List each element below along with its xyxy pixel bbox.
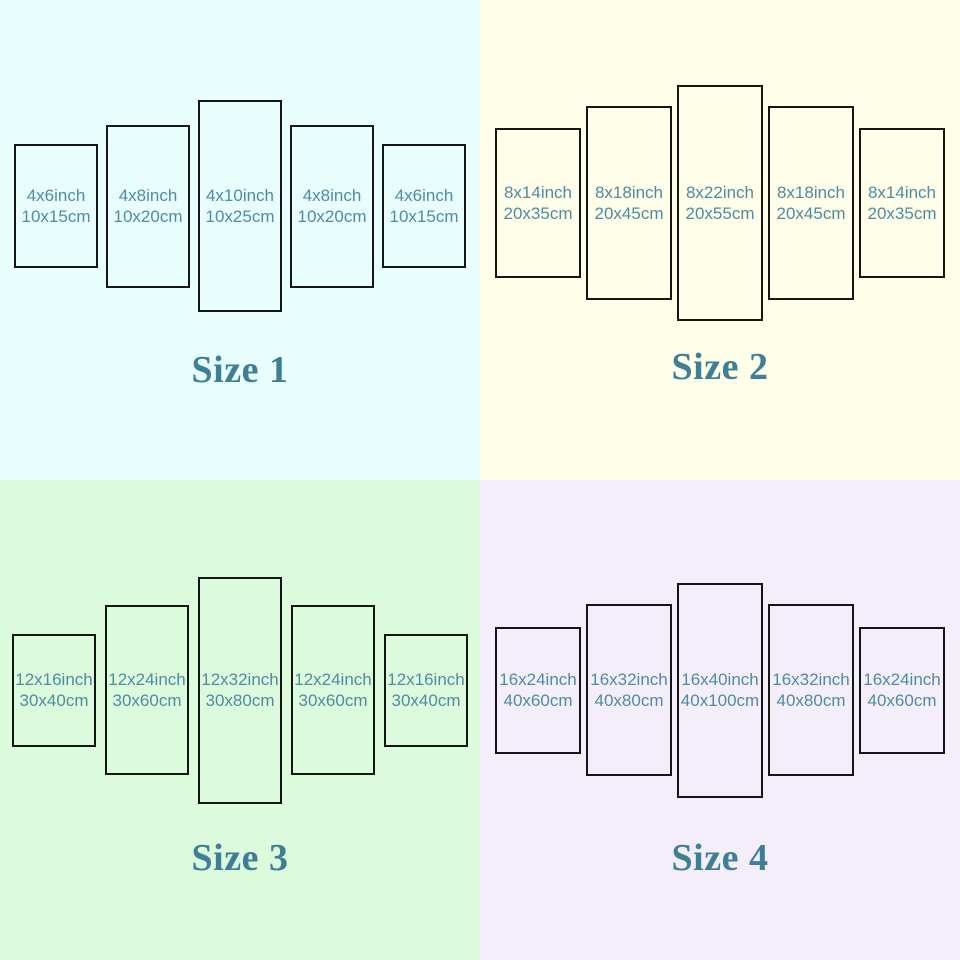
canvas-panel: 8x18inch 20x45cm — [768, 106, 854, 300]
panel-size-inch: 12x24inch — [108, 669, 186, 689]
canvas-panel: 12x24inch 30x60cm — [105, 605, 189, 775]
panel-size-cm: 30x60cm — [112, 691, 182, 710]
size-1-chart: 4x6inch 10x15cm 4x8inch 10x20cm 4x10inch… — [0, 0, 480, 480]
panel-size-text: 8x14inch 20x35cm — [504, 182, 573, 225]
panel-size-inch: 8x18inch — [594, 182, 664, 202]
canvas-panel: 16x32inch 40x80cm — [768, 604, 854, 776]
panel-size-cm: 10x25cm — [205, 207, 275, 226]
panel-size-inch: 16x32inch — [590, 669, 668, 689]
panel-size-text: 16x32inch 40x80cm — [590, 669, 668, 712]
panel-size-inch: 4x8inch — [302, 185, 362, 205]
panel-size-text: 4x8inch 10x20cm — [298, 185, 367, 228]
panel-row: 16x24inch 40x60cm 16x32inch 40x80cm 16x4… — [495, 570, 945, 810]
panel-size-text: 16x24inch 40x60cm — [863, 669, 941, 712]
panel-size-cm: 40x100cm — [680, 691, 760, 710]
panel-size-cm: 40x60cm — [503, 691, 573, 710]
canvas-panel: 8x14inch 20x35cm — [495, 128, 581, 278]
panel-size-text: 4x6inch 10x15cm — [22, 185, 91, 228]
canvas-panel: 4x6inch 10x15cm — [14, 144, 98, 268]
panel-size-cm: 20x35cm — [867, 204, 937, 223]
panel-size-inch: 4x6inch — [394, 185, 454, 205]
panel-size-inch: 4x6inch — [26, 185, 86, 205]
panel-size-text: 8x22inch 20x55cm — [686, 182, 755, 225]
panel-size-cm: 30x60cm — [298, 691, 368, 710]
canvas-panel: 12x16inch 30x40cm — [384, 633, 468, 747]
panel-size-inch: 8x14inch — [867, 182, 937, 202]
panel-size-inch: 16x24inch — [863, 669, 941, 689]
panel-size-text: 4x10inch 10x25cm — [206, 185, 275, 228]
canvas-panel: 16x40inch 40x100cm — [677, 582, 763, 798]
canvas-panel: 12x32inch 30x80cm — [198, 576, 282, 804]
size-group-title: Size 4 — [671, 837, 769, 879]
panel-size-inch: 12x24inch — [294, 669, 372, 689]
panel-size-cm: 10x15cm — [389, 207, 459, 226]
panel-size-text: 12x16inch 30x40cm — [15, 669, 93, 712]
canvas-panel: 12x16inch 30x40cm — [12, 633, 96, 747]
panel-size-text: 4x8inch 10x20cm — [114, 185, 183, 228]
panel-size-text: 12x24inch 30x60cm — [294, 669, 372, 712]
panel-size-inch: 16x40inch — [681, 669, 759, 689]
panel-size-inch: 12x16inch — [387, 669, 465, 689]
panel-size-text: 8x18inch 20x45cm — [595, 182, 664, 225]
panel-size-text: 4x6inch 10x15cm — [390, 185, 459, 228]
size-group-title: Size 1 — [191, 349, 289, 391]
canvas-panel: 4x10inch 10x25cm — [198, 100, 282, 312]
panel-size-text: 16x40inch 40x100cm — [681, 669, 759, 712]
panel-size-cm: 20x35cm — [503, 204, 573, 223]
canvas-panel: 12x24inch 30x60cm — [291, 605, 375, 775]
panel-size-inch: 16x32inch — [772, 669, 850, 689]
panel-size-cm: 20x55cm — [685, 204, 755, 223]
panel-size-text: 16x24inch 40x60cm — [499, 669, 577, 712]
panel-size-cm: 30x40cm — [391, 691, 461, 710]
canvas-panel: 8x18inch 20x45cm — [586, 106, 672, 300]
size-group-title: Size 2 — [671, 346, 769, 388]
panel-row: 8x14inch 20x35cm 8x18inch 20x45cm 8x22in… — [495, 83, 945, 323]
canvas-panel: 4x8inch 10x20cm — [106, 124, 190, 288]
canvas-panel: 16x24inch 40x60cm — [859, 626, 945, 754]
panel-size-cm: 40x60cm — [867, 691, 937, 710]
size-3-chart: 12x16inch 30x40cm 12x24inch 30x60cm 12x3… — [0, 480, 480, 960]
panel-size-text: 12x16inch 30x40cm — [387, 669, 465, 712]
panel-size-cm: 10x20cm — [297, 207, 367, 226]
panel-size-text: 8x14inch 20x35cm — [868, 182, 937, 225]
panel-size-cm: 40x80cm — [594, 691, 664, 710]
panel-size-cm: 20x45cm — [594, 204, 664, 223]
panel-size-inch: 8x22inch — [685, 182, 755, 202]
panel-size-inch: 8x14inch — [503, 182, 573, 202]
panel-row: 12x16inch 30x40cm 12x24inch 30x60cm 12x3… — [12, 570, 468, 810]
panel-size-cm: 40x80cm — [776, 691, 846, 710]
panel-size-inch: 12x16inch — [15, 669, 93, 689]
panel-size-text: 12x24inch 30x60cm — [108, 669, 186, 712]
canvas-panel: 16x32inch 40x80cm — [586, 604, 672, 776]
panel-size-cm: 30x80cm — [205, 691, 275, 710]
panel-size-cm: 30x40cm — [19, 691, 89, 710]
panel-row: 4x6inch 10x15cm 4x8inch 10x20cm 4x10inch… — [14, 86, 466, 326]
panel-size-cm: 10x15cm — [21, 207, 91, 226]
canvas-panel: 4x8inch 10x20cm — [290, 124, 374, 288]
panel-size-text: 16x32inch 40x80cm — [772, 669, 850, 712]
panel-size-inch: 16x24inch — [499, 669, 577, 689]
canvas-panel: 16x24inch 40x60cm — [495, 626, 581, 754]
panel-size-cm: 20x45cm — [776, 204, 846, 223]
canvas-panel: 8x22inch 20x55cm — [677, 85, 763, 321]
size-4-chart: 16x24inch 40x60cm 16x32inch 40x80cm 16x4… — [480, 480, 960, 960]
panel-size-inch: 12x32inch — [201, 669, 279, 689]
panel-size-inch: 4x10inch — [205, 185, 275, 205]
size-group-title: Size 3 — [191, 837, 289, 879]
canvas-panel: 8x14inch 20x35cm — [859, 128, 945, 278]
panel-size-cm: 10x20cm — [113, 207, 183, 226]
panel-size-inch: 4x8inch — [118, 185, 178, 205]
size-2-chart: 8x14inch 20x35cm 8x18inch 20x45cm 8x22in… — [480, 0, 960, 480]
panel-size-text: 8x18inch 20x45cm — [777, 182, 846, 225]
panel-size-text: 12x32inch 30x80cm — [201, 669, 279, 712]
canvas-panel: 4x6inch 10x15cm — [382, 144, 466, 268]
panel-size-inch: 8x18inch — [776, 182, 846, 202]
